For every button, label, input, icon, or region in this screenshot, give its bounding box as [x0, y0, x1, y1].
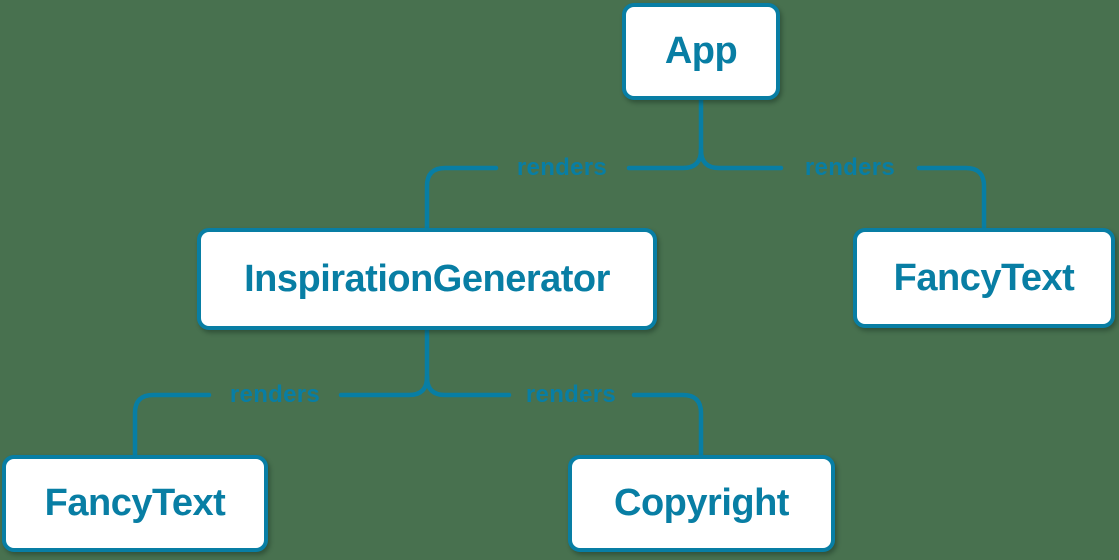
- node-app: App: [622, 3, 780, 100]
- edge-inspiration-generator-to-copyright-a: [424, 374, 512, 398]
- node-copyright: Copyright: [568, 455, 835, 552]
- edge-app-to-fancy-text-b: [916, 165, 987, 231]
- node-fancy-text-bottom-label: FancyText: [44, 482, 226, 524]
- edge-inspiration-generator-to-fancy-text-a: [338, 374, 430, 398]
- node-app-label: App: [664, 30, 738, 72]
- edge-label-app-inspiration-generator: renders: [516, 154, 608, 181]
- node-fancy-text-top: FancyText: [853, 228, 1115, 328]
- edge-app-to-fancy-text-a: [698, 147, 784, 171]
- edge-label-app-fancy-text: renders: [804, 154, 896, 181]
- node-inspiration-generator-label: InspirationGenerator: [244, 257, 610, 300]
- edge-app-to-inspiration-generator-b: [424, 165, 499, 231]
- edge-inspiration-generator-to-fancy-text-b: [132, 392, 212, 458]
- edge-app-to-inspiration-generator-a: [626, 147, 704, 171]
- node-inspiration-generator: InspirationGenerator: [197, 228, 657, 330]
- edge-inspiration-generator-to-copyright-b: [631, 392, 704, 458]
- node-copyright-label: Copyright: [614, 482, 789, 524]
- edge-label-inspiration-generator-fancy-text: renders: [229, 381, 321, 408]
- node-fancy-text-bottom: FancyText: [2, 455, 268, 552]
- node-fancy-text-top-label: FancyText: [893, 256, 1075, 299]
- edge-label-inspiration-generator-copyright: renders: [525, 381, 617, 408]
